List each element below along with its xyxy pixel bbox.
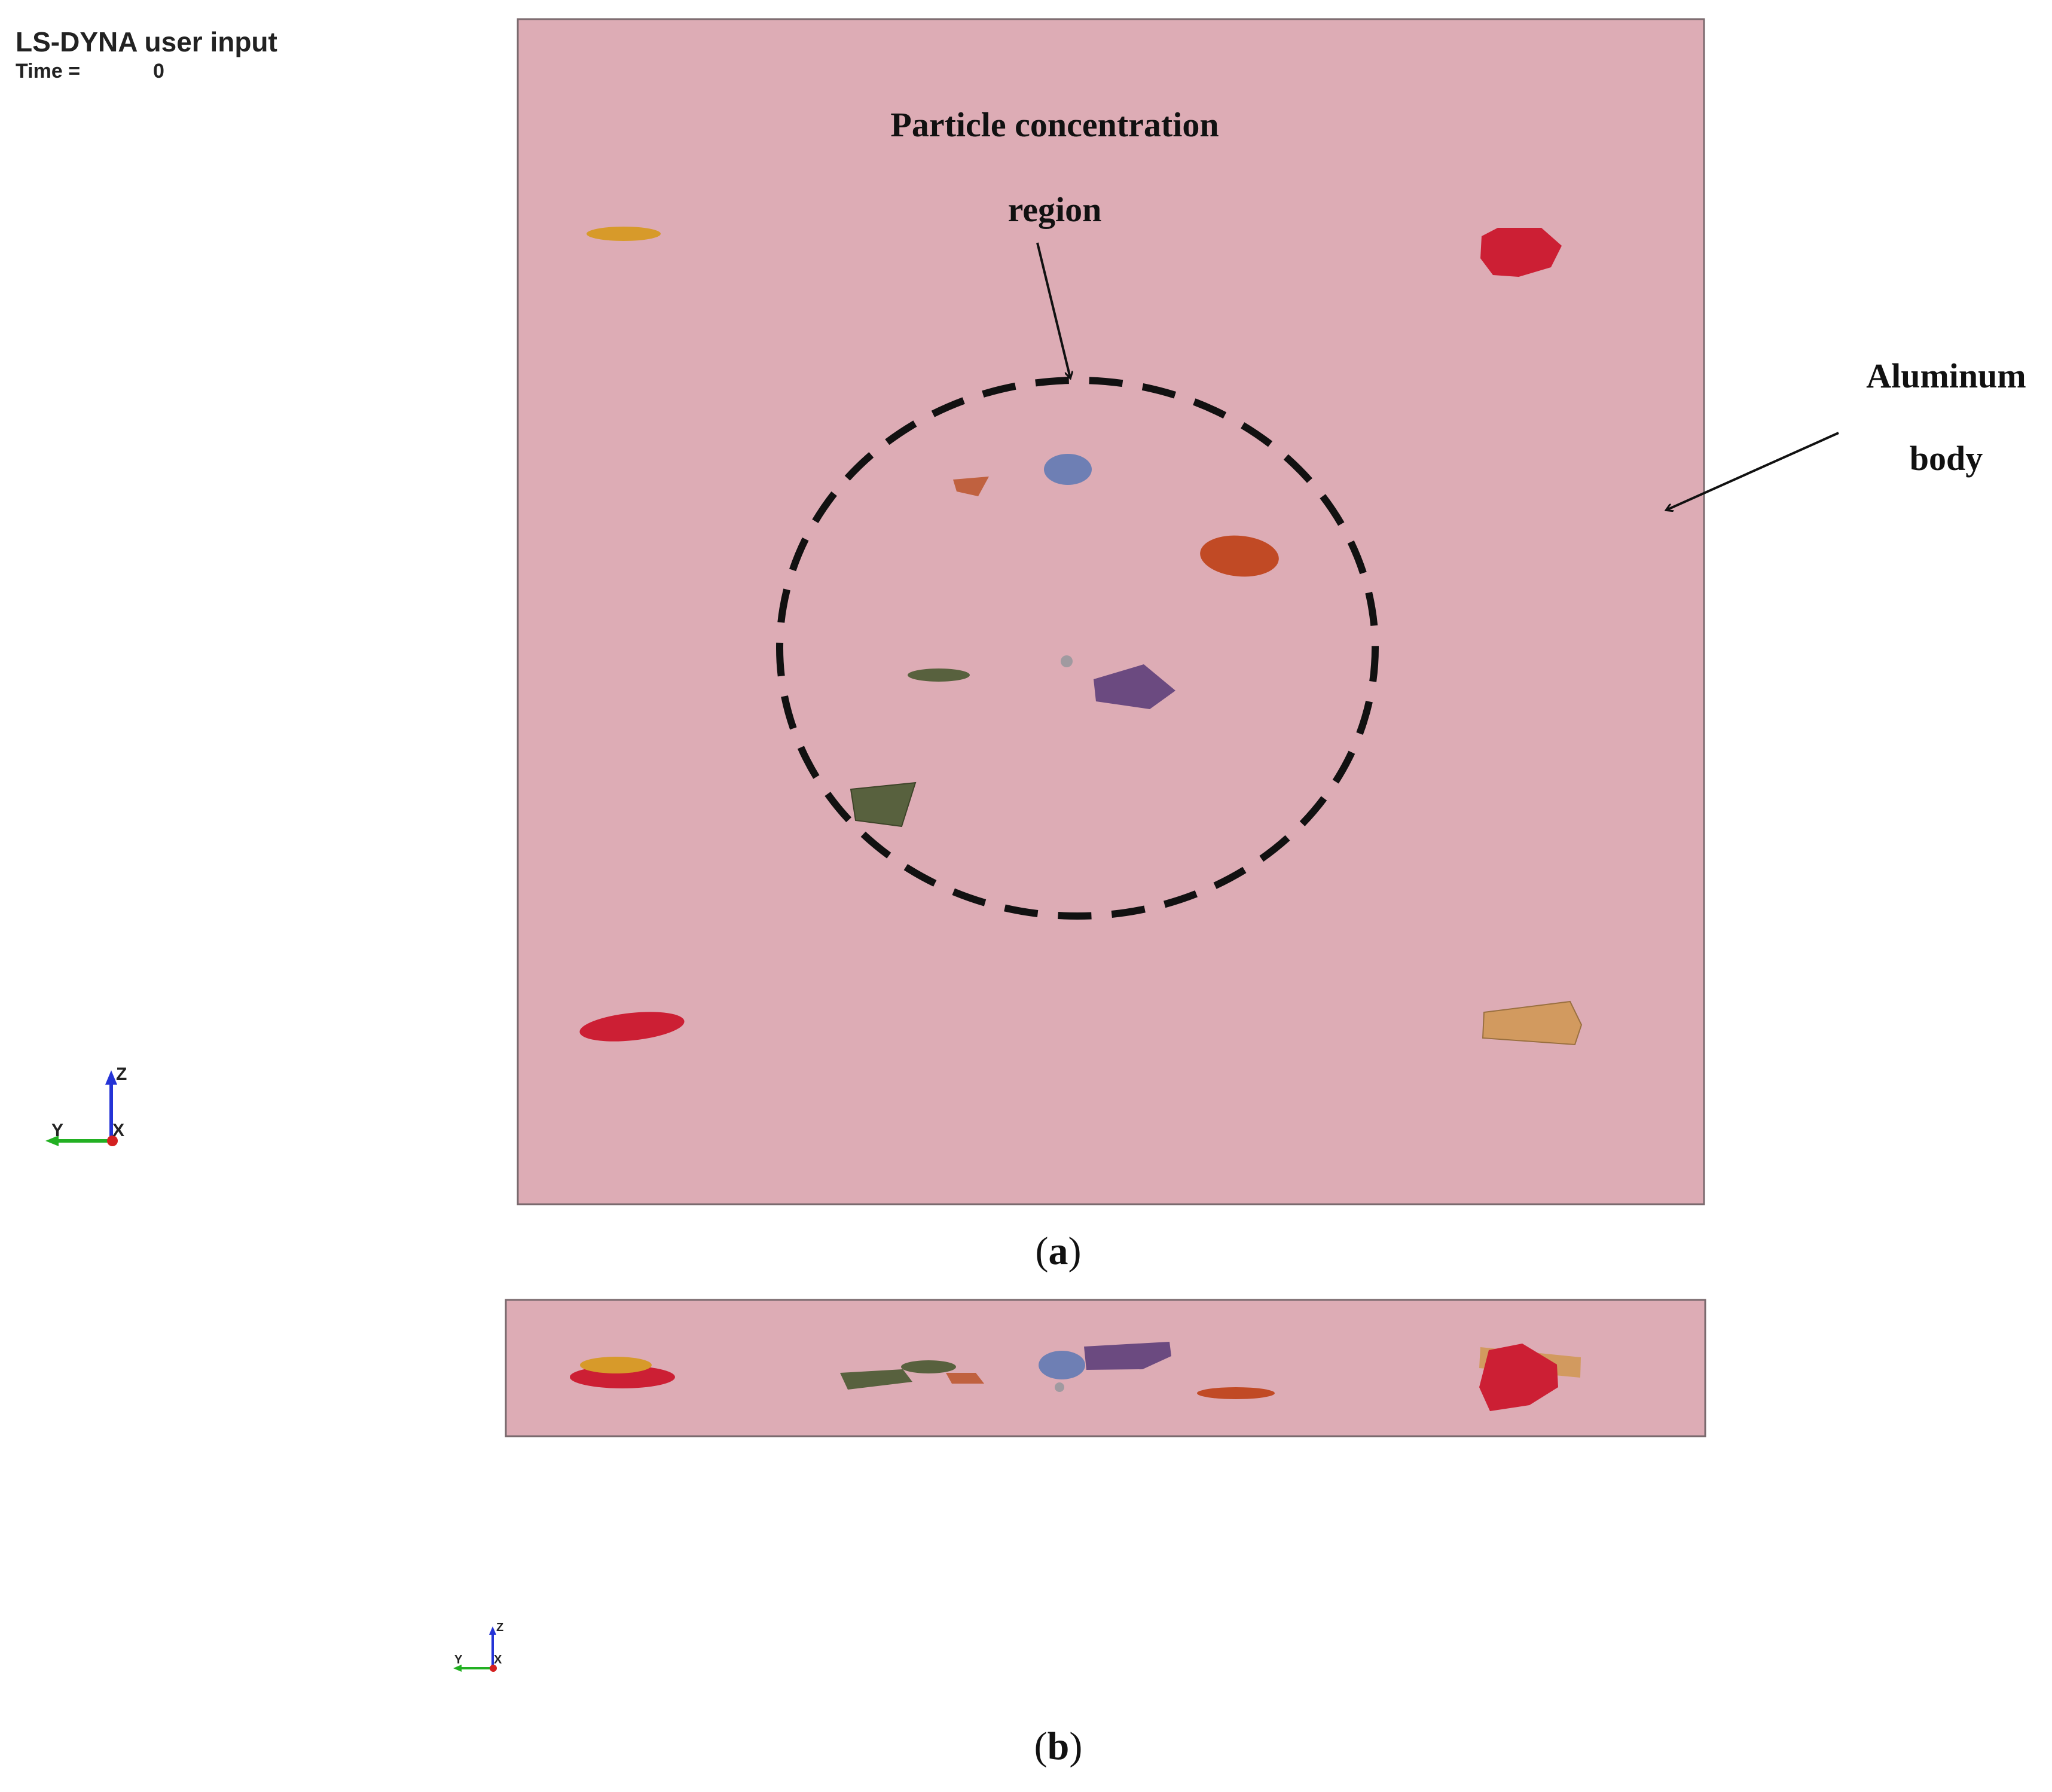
particle-b-gold-ellipse bbox=[580, 1357, 652, 1373]
region-label-line2: region bbox=[1008, 190, 1102, 229]
caption-a-letter: a bbox=[1049, 1229, 1068, 1273]
concentration-region-outline bbox=[776, 377, 1379, 920]
triad-a-x-axis bbox=[107, 1135, 118, 1146]
viewer-title: LS-DYNA user input bbox=[16, 26, 277, 57]
particle-b-grey-sphere bbox=[1055, 1382, 1064, 1392]
particle-blue-sphere bbox=[1044, 454, 1092, 485]
particle-b-orange-ellipse bbox=[1197, 1387, 1275, 1399]
particle-gold-ellipse bbox=[587, 227, 661, 241]
body-arrow bbox=[1666, 432, 1839, 510]
triad-b-y-label: Y bbox=[454, 1653, 463, 1666]
caption-b-open: ( bbox=[1034, 1724, 1048, 1768]
caption-a-close: ) bbox=[1068, 1229, 1082, 1273]
triad-a-z-label: Z bbox=[116, 1064, 127, 1084]
region-label-line1: Particle concentration bbox=[890, 105, 1219, 144]
particle-grey-sphere bbox=[1061, 655, 1073, 667]
time-value: 0 bbox=[153, 60, 164, 83]
particle-red-ellipse bbox=[579, 1012, 685, 1042]
particle-green-ellipse bbox=[908, 668, 970, 682]
triad-b-z-label: Z bbox=[496, 1621, 503, 1634]
caption-b-letter: b bbox=[1048, 1724, 1070, 1768]
caption-b: (b) bbox=[1034, 1724, 1083, 1768]
triad-b-y-arrowhead bbox=[453, 1665, 462, 1672]
caption-b-close: ) bbox=[1069, 1724, 1082, 1768]
axis-triad-b: Z Y X bbox=[453, 1621, 503, 1672]
body-label-line2: body bbox=[1910, 439, 1983, 478]
triad-b-z-arrowhead bbox=[489, 1626, 496, 1635]
particle-b-red-polyhedron bbox=[1479, 1344, 1558, 1411]
axis-triad-a: Z Y X bbox=[45, 1064, 127, 1146]
particle-b-green-prism bbox=[840, 1369, 912, 1390]
caption-a: (a) bbox=[1036, 1229, 1082, 1273]
body-label-line1: Aluminum bbox=[1866, 356, 2026, 395]
triad-a-y-arrowhead bbox=[45, 1135, 59, 1146]
panel-a: Particle concentration region Aluminum b… bbox=[45, 18, 2026, 1273]
particle-rust-prism bbox=[953, 477, 989, 496]
region-arrow bbox=[1036, 242, 1070, 378]
particle-green-prism bbox=[850, 781, 917, 828]
particle-orange-ellipse bbox=[1200, 535, 1279, 577]
particle-b-purple-prism bbox=[1084, 1342, 1171, 1370]
triad-a-x-label: X bbox=[112, 1121, 124, 1140]
particle-purple-prism bbox=[1094, 664, 1175, 709]
caption-a-open: ( bbox=[1036, 1229, 1049, 1273]
triad-b-x-axis bbox=[490, 1665, 497, 1672]
particle-tan-prism bbox=[1482, 1000, 1583, 1046]
particle-red-polyhedron bbox=[1480, 228, 1562, 277]
triad-a-z-arrowhead bbox=[105, 1070, 117, 1085]
aluminum-body-top-view bbox=[517, 18, 1705, 1205]
triad-a-y-label: Y bbox=[51, 1121, 63, 1140]
time-label: Time = bbox=[16, 60, 80, 83]
triad-b-x-label: X bbox=[494, 1653, 502, 1666]
panel-b: Z Y X (b) bbox=[453, 1299, 1706, 1768]
particle-b-rust-prism bbox=[946, 1373, 984, 1384]
particle-b-blue-sphere bbox=[1039, 1351, 1085, 1379]
particle-b-green-ellipse bbox=[901, 1360, 956, 1373]
